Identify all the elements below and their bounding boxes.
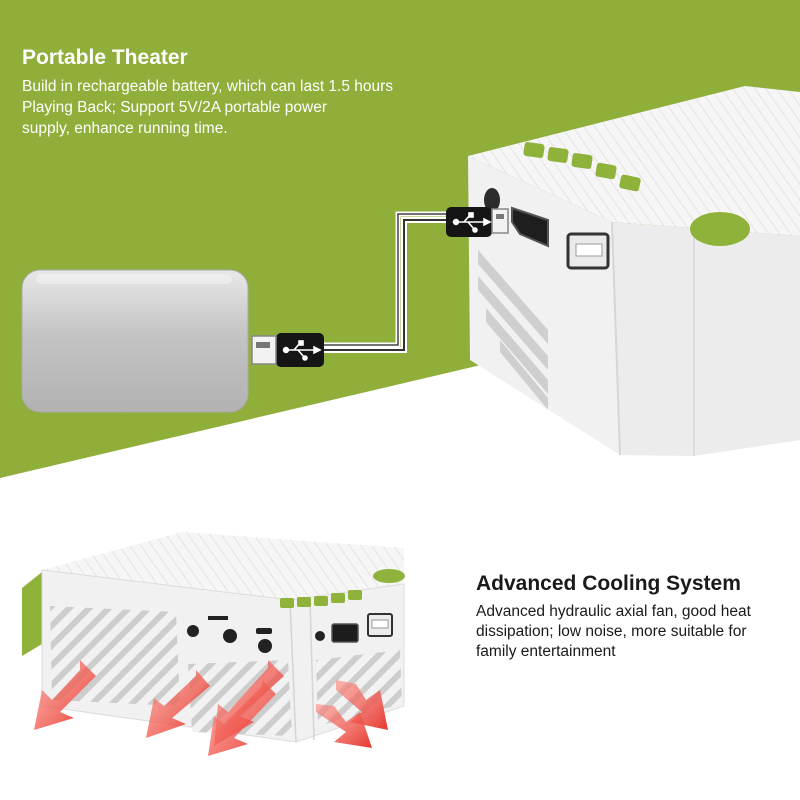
dc-jack: [315, 631, 325, 641]
hdmi-port: [511, 206, 549, 248]
airflow-arrows: [34, 660, 388, 756]
feature-title: Portable Theater: [22, 46, 188, 69]
usb-icon: [282, 340, 322, 361]
sd-slot: [208, 616, 228, 620]
feature-portable-theater: Portable Theater Build in rechargeable b…: [22, 46, 462, 139]
usb-cable: [321, 211, 449, 353]
projector-logo: [523, 142, 641, 192]
feature-cooling-system: Advanced Cooling System Advanced hydraul…: [476, 572, 796, 662]
feature-description-line: family entertainment: [476, 643, 616, 660]
projector-top: [468, 86, 800, 456]
power-button: [690, 212, 750, 246]
av-jack: [223, 629, 237, 643]
feature-description-line: Build in rechargeable battery, which can…: [22, 78, 394, 95]
power-bank: [21, 269, 249, 413]
dc-jack: [484, 188, 500, 212]
audio-jack: [187, 625, 199, 637]
hdmi-port: [331, 623, 359, 643]
usb-icon: [452, 212, 492, 233]
projector-bottom: [22, 532, 405, 743]
feature-description-line: Advanced hydraulic axial fan, good heat: [476, 603, 751, 620]
feature-description-line: supply, enhance running time.: [22, 120, 228, 137]
feature-description-line: dissipation; low noise, more suitable fo…: [476, 623, 747, 640]
feature-description-line: Playing Back; Support 5V/2A portable pow…: [22, 99, 328, 116]
feature-title: Advanced Cooling System: [476, 572, 741, 595]
power-button: [373, 569, 405, 583]
mini-usb: [256, 628, 272, 634]
ir-sensor: [258, 639, 272, 653]
